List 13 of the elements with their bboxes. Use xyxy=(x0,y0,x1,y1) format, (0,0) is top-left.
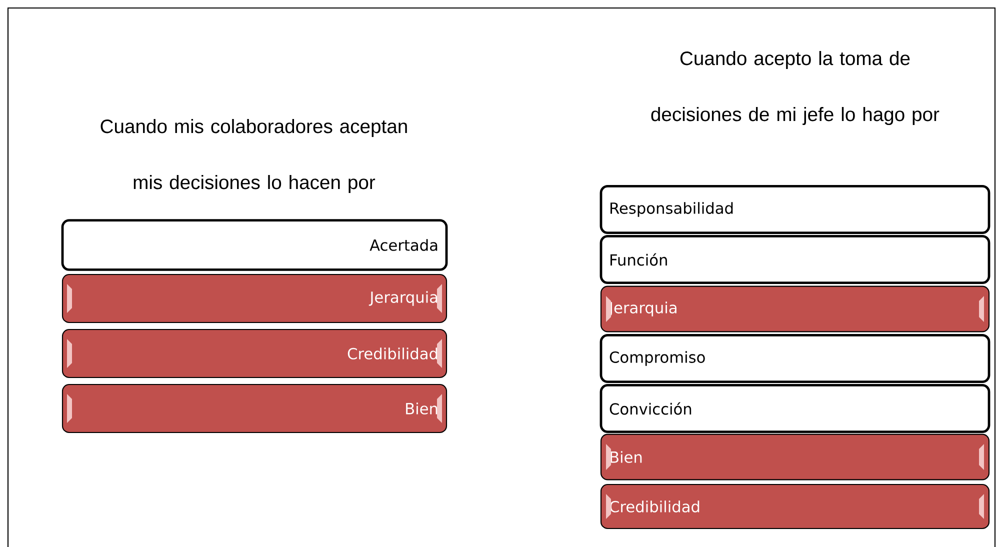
option-box: Función xyxy=(600,234,990,284)
option-box: Convicción xyxy=(600,384,990,434)
heading: Cuando acepto la toma de decisiones de mi jefe lo hago por xyxy=(651,51,940,126)
highlighted-option-box: Jerarquia xyxy=(600,286,990,332)
highlighted-option-box: Credibilidad xyxy=(600,484,990,530)
option-box: Responsabilidad xyxy=(600,184,990,234)
option-box: Compromiso xyxy=(600,334,990,384)
option-box: Acertada xyxy=(61,219,448,271)
highlighted-option-box: Bien xyxy=(600,434,990,480)
highlighted-option-box: Credibilidad xyxy=(62,328,448,378)
highlighted-option-box: Jerarquia xyxy=(62,274,448,324)
highlighted-option-box: Bien xyxy=(62,384,448,434)
heading: Cuando mis colaboradores aceptan mis decisiones lo hacen por xyxy=(100,119,407,194)
